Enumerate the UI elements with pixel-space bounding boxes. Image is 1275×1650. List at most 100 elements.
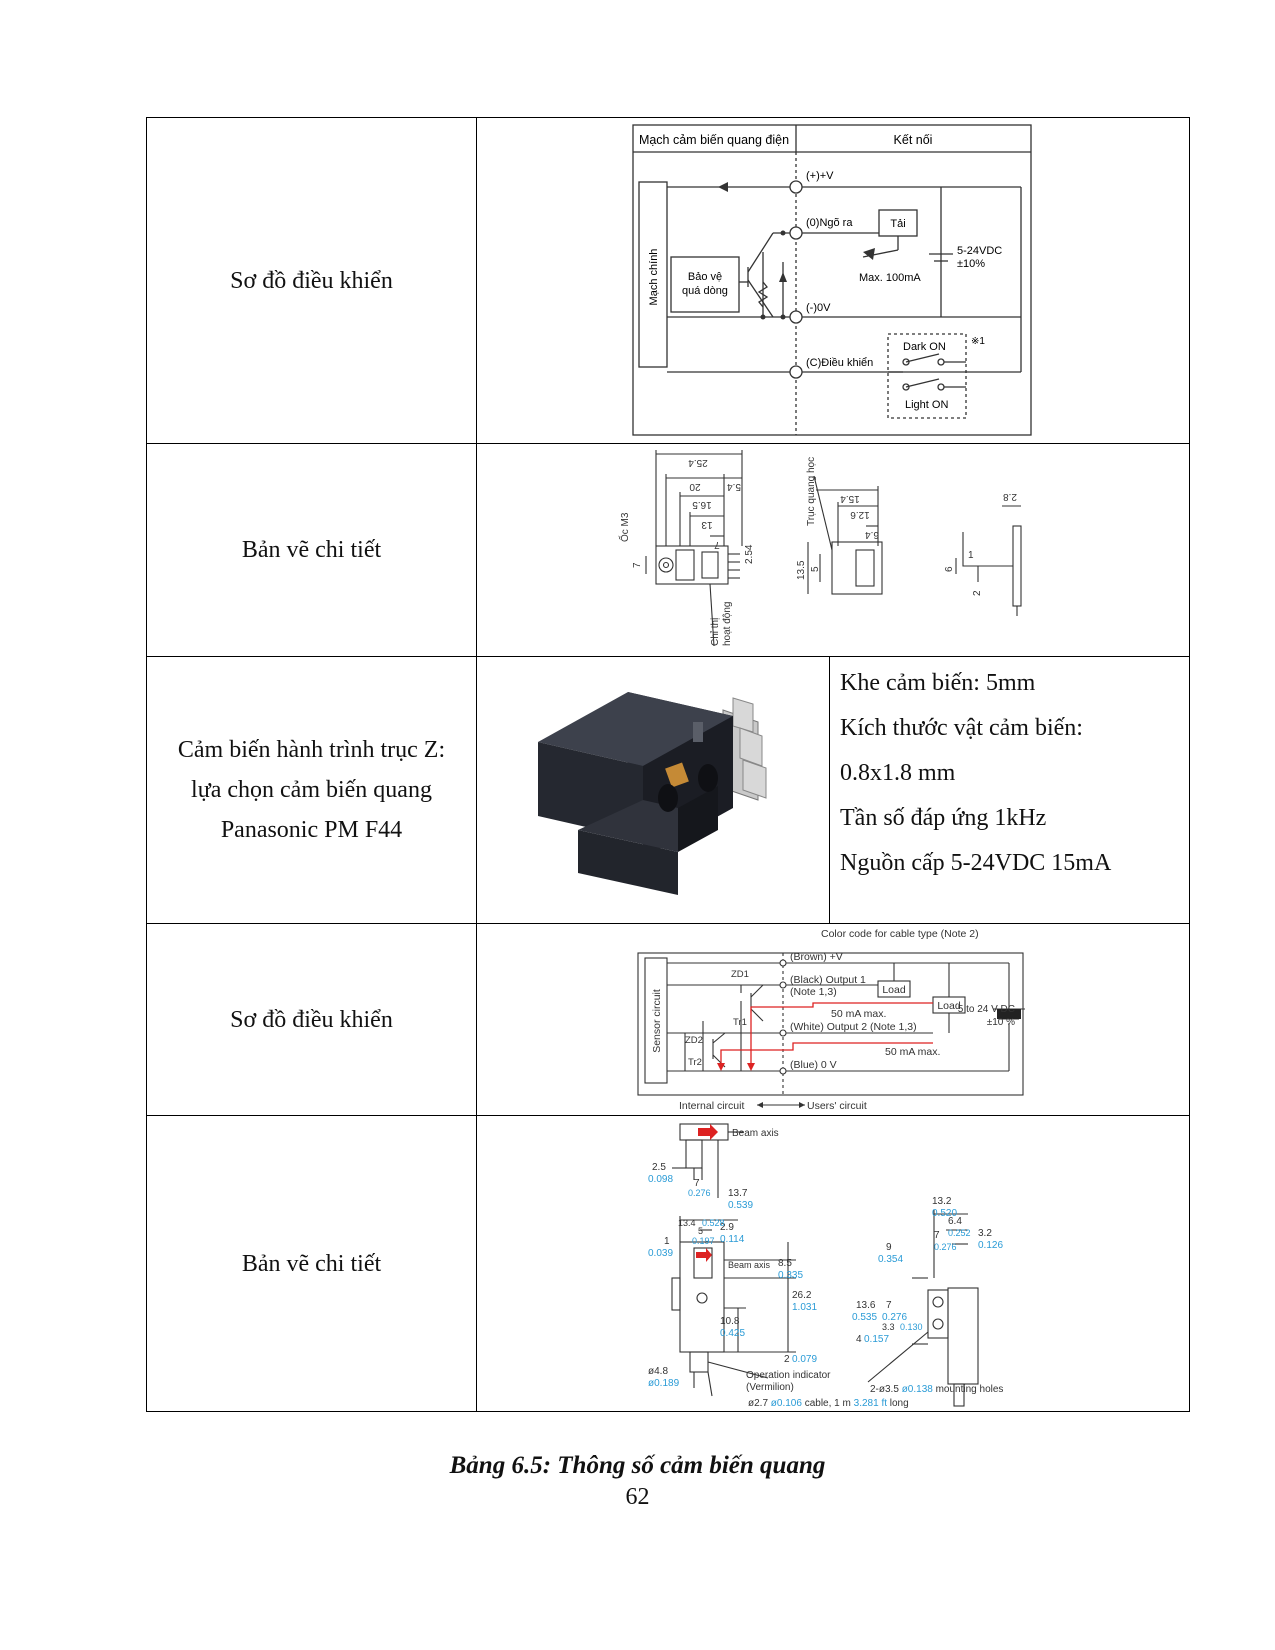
row-label: Bản vẽ chi tiết <box>146 1115 477 1412</box>
header-circuit: Mạch cảm biến quang điện <box>639 133 789 147</box>
dim-13-5: 13.5 <box>796 560 807 580</box>
dim-13-4: 13.4 <box>678 1218 696 1228</box>
terminal-neg: (-)0V <box>806 302 831 314</box>
table-caption: Bảng 6.5: Thông số cảm biến quang <box>449 1452 826 1479</box>
dim-13-4-inch: 0.528 <box>702 1218 725 1228</box>
dim-2-5: 2.5 <box>652 1162 666 1173</box>
wire-brown: (Brown) +V <box>790 951 843 963</box>
control-diagram-cell: Mạch cảm biến quang điện Kết nối Mạch ch… <box>476 117 1190 444</box>
dim-7-vertical: 7 <box>632 562 643 568</box>
dim-6: 6 <box>944 566 955 572</box>
dim-26-2: 26.2 <box>792 1290 812 1301</box>
spec-list: Khe cảm biến: 5mm Kích thước vật cảm biế… <box>829 656 1190 924</box>
table-row: Bản vẽ chi tiết <box>146 443 1190 657</box>
vdc-label: 5-24VDC <box>957 245 1002 257</box>
load-2: Load <box>937 1000 961 1012</box>
dim-d4-8-inch: ø0.189 <box>648 1378 680 1389</box>
dim-3-2-inch: 0.126 <box>978 1240 1003 1251</box>
dim-2-9: 2.9 <box>720 1222 734 1233</box>
row-label: Cảm biến hành trình trục Z: lựa chọn cảm… <box>146 656 477 924</box>
current-output-1: 50 mA max. <box>831 1008 886 1020</box>
terminal-pos: (+)+V <box>806 170 834 182</box>
dim-13: 13 <box>701 519 713 530</box>
indicator-label-1: Chỉ thị <box>709 618 721 646</box>
sensor-photo-cell <box>476 656 830 924</box>
supply-voltage: 5 to 24 V DC <box>958 1004 1015 1015</box>
control-diagram-cell: Color code for cable type (Note 2) (Brow… <box>476 923 1190 1116</box>
table-row: Cảm biến hành trình trục Z: lựa chọn cảm… <box>146 656 1190 924</box>
dim-4-inch: 0.157 <box>864 1334 889 1345</box>
sensor-spec-table: Sơ đồ điều khiển <box>146 117 1190 1412</box>
note-mark: ※1 <box>971 336 985 347</box>
internal-circuit-label: Internal circuit <box>679 1100 744 1112</box>
dim-4: 4 <box>856 1334 862 1345</box>
dim-2-8: 2.8 <box>1003 491 1017 502</box>
dim-20: 20 <box>689 481 701 492</box>
transistor-1: Tr1 <box>733 1017 747 1028</box>
dim-12-6: 12.6 <box>850 509 870 520</box>
dim-10-8: 10.8 <box>720 1316 740 1327</box>
dim-16-5: 16.5 <box>692 499 712 510</box>
light-on-label: Light ON <box>905 399 948 411</box>
wire-black: (Black) Output 1 <box>790 974 866 986</box>
transistor-2: Tr2 <box>688 1057 702 1068</box>
dim-1: 1 <box>968 550 974 561</box>
dim-7: 7 <box>694 1178 700 1189</box>
beam-axis-label: Beam axis <box>732 1128 779 1139</box>
operation-indicator-color: (Vermilion) <box>746 1382 794 1393</box>
dim-13-6-inch: 0.535 <box>852 1312 877 1323</box>
spec-object-size-label: Kích thước vật cảm biến: <box>840 715 1083 741</box>
cable-spec: ø2.7 ø0.106 cable, 1 m 3.281 ft long <box>748 1398 909 1409</box>
screw-label: Ốc M3 <box>618 512 631 542</box>
dim-6-4: 6.4 <box>948 1216 962 1227</box>
load-1: Load <box>882 984 906 996</box>
supply-tolerance: ±10 % <box>987 1017 1015 1028</box>
dark-on-label: Dark ON <box>903 341 946 353</box>
dim-2-54: 2.54 <box>744 544 755 564</box>
dim-7-hole: 7 <box>886 1300 892 1311</box>
dim-10-8-inch: 0.425 <box>720 1328 745 1339</box>
dim-7-side: 7 <box>934 1230 940 1241</box>
dim-25-4: 25.4 <box>688 457 708 468</box>
table-row: Sơ đồ điều khiển <box>146 117 1190 444</box>
operation-indicator-label: Operation indicator <box>746 1370 831 1381</box>
dim-2: 2 <box>784 1354 790 1365</box>
control-wiring-diagram: Mạch cảm biến quang điện Kết nối Mạch ch… <box>632 123 1032 436</box>
load-label: Tải <box>890 218 905 230</box>
dim-9: 9 <box>886 1242 892 1253</box>
dim-7-inch: 0.276 <box>688 1188 711 1198</box>
wire-blue: (Blue) 0 V <box>790 1059 837 1071</box>
dim-8-5-inch: 0.335 <box>778 1270 803 1281</box>
drawing-cell: 25.4 20 5.4 16.5 13 7 Ốc M3 2.54 7 Chỉ t… <box>476 443 1190 657</box>
label-line: lựa chọn cảm biến quang <box>191 777 432 803</box>
protect-label-2: quá dòng <box>682 285 728 297</box>
dim-13-2: 13.2 <box>932 1196 952 1207</box>
protect-label-1: Bảo vệ <box>688 271 722 283</box>
dim-13-6: 13.6 <box>856 1300 876 1311</box>
dim-13-7-inch: 0.539 <box>728 1200 753 1211</box>
output-circuit-diagram: Color code for cable type (Note 2) (Brow… <box>637 928 1025 1112</box>
label-line: Panasonic PM F44 <box>220 817 403 843</box>
color-code-note: Color code for cable type (Note 2) <box>821 928 979 940</box>
table-row: Sơ đồ điều khiển <box>146 923 1190 1116</box>
dim-d4-8: ø4.8 <box>648 1366 668 1377</box>
dim-2: 2 <box>972 590 983 596</box>
mounting-holes-spec: 2-ø3.5 ø0.138 mounting holes <box>870 1384 1003 1395</box>
dim-3-3-inch: 0.130 <box>900 1322 923 1332</box>
dimension-drawing-2: Beam axis 2.5 7 13.7 13.4 5 2.9 1 Beam a… <box>648 1122 1003 1409</box>
dim-13-7: 13.7 <box>728 1188 748 1199</box>
dim-1-inch: 0.039 <box>648 1248 673 1259</box>
beam-axis-label-2: Beam axis <box>728 1260 771 1270</box>
terminal-ctrl: (C)Điều khiển <box>806 357 873 369</box>
sensor-photo <box>538 692 767 895</box>
dim-13-2-inch: 0.520 <box>932 1208 957 1219</box>
wire-white: (White) Output 2 (Note 1,3) <box>790 1021 917 1033</box>
label-line: Cảm biến hành trình trục Z: <box>177 737 446 763</box>
dim-6-4: 6.4 <box>865 529 879 540</box>
main-circuit-label: Mạch chính <box>648 248 660 305</box>
zener-2: ZD2 <box>685 1035 703 1046</box>
spec-object-size-value: 0.8x1.8 mm <box>840 760 956 786</box>
table-row: Bản vẽ chi tiết <box>146 1115 1190 1412</box>
dim-3-2: 3.2 <box>978 1228 992 1239</box>
dim-7-side-inch: 0.276 <box>934 1242 957 1252</box>
